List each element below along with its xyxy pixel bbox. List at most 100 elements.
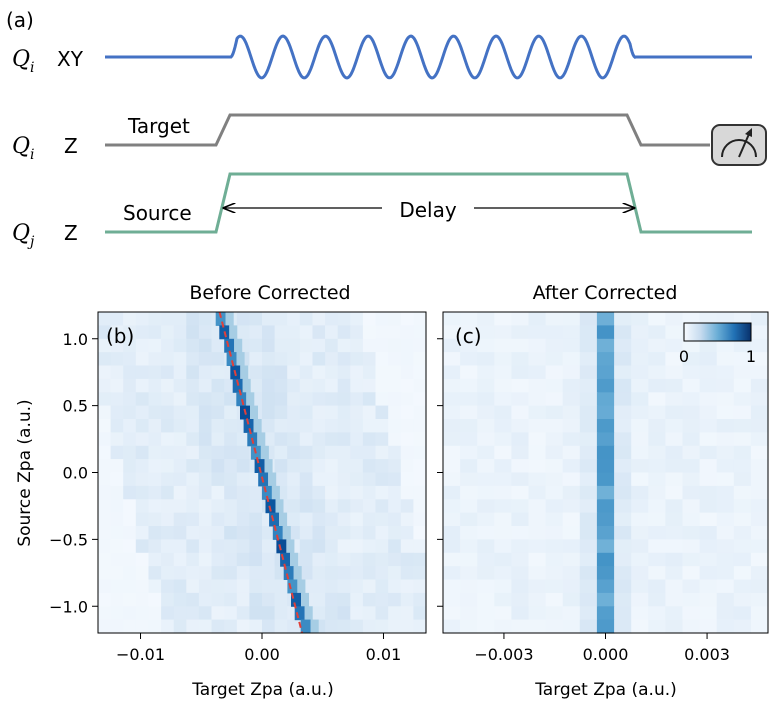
peak-side-cell <box>250 405 258 420</box>
heatmap-cell <box>173 472 187 487</box>
heatmap-cell <box>716 566 735 581</box>
heatmap-cell <box>579 312 598 326</box>
heatmap-cell <box>362 485 377 500</box>
heatmap-cell <box>350 445 364 460</box>
heatmap-cell <box>682 619 701 634</box>
heatmap-cell <box>325 352 339 367</box>
heatmap-cell <box>716 432 735 447</box>
heatmap-cell <box>596 405 615 420</box>
heatmap-cell <box>274 459 288 474</box>
heatmap-cell <box>682 606 701 621</box>
heatmap-cell <box>528 338 547 353</box>
heatmap-cell <box>699 405 718 420</box>
heatmap-cell <box>388 592 402 607</box>
heatmap-cell <box>186 392 200 407</box>
peak-side-cell <box>279 512 288 527</box>
heatmap-cell <box>312 459 326 474</box>
heatmap-cell <box>494 552 512 567</box>
heatmap-cell <box>287 619 301 634</box>
peak-cell <box>280 552 291 567</box>
peak-side-cell <box>304 606 313 621</box>
heatmap-cell <box>579 445 598 460</box>
heatmap-cell <box>413 499 427 514</box>
heatmap-cell <box>494 338 512 353</box>
x-tick-label: 0.000 <box>583 645 629 664</box>
heatmap-cell <box>750 378 769 393</box>
heatmap-cell <box>682 485 701 500</box>
heatmap-cell <box>148 579 162 594</box>
heatmap-cell <box>186 365 200 380</box>
heatmap-cell <box>173 325 187 340</box>
heatmap-cell <box>460 312 478 326</box>
heatmap-cell <box>614 378 632 393</box>
heatmap-cell <box>614 579 632 594</box>
heatmap-cell <box>511 552 530 567</box>
heatmap-cell <box>312 392 326 407</box>
heatmap-cell <box>123 419 137 433</box>
heatmap-cell <box>299 539 313 554</box>
heatmap-cell <box>511 378 530 393</box>
heatmap-cell <box>494 352 512 367</box>
heatmap-cell <box>211 432 225 447</box>
heatmap-cell <box>733 472 752 487</box>
heatmap-cell <box>375 552 389 567</box>
heatmap-cell <box>388 352 402 367</box>
heatmap-cell <box>413 459 427 474</box>
heatmap-cell <box>528 378 547 393</box>
heatmap-cell <box>274 325 288 340</box>
heatmap-cell <box>511 606 530 621</box>
heatmap-cell <box>148 432 162 447</box>
heatmap-cell <box>337 392 351 407</box>
heatmap-cell <box>123 312 137 326</box>
qubit-symbol: Q <box>12 47 30 72</box>
heatmap-cell <box>682 472 701 487</box>
heatmap-cell <box>443 432 461 447</box>
heatmap-cell <box>388 325 402 340</box>
heatmap-cell <box>699 485 718 500</box>
heatmap-cell <box>186 338 200 353</box>
heatmap-cell <box>337 539 351 554</box>
peak-side-cell <box>268 472 277 487</box>
heatmap-cell <box>545 352 564 367</box>
heatmap-cell <box>562 579 581 594</box>
heatmap-cell <box>443 499 461 514</box>
heatmap-cell <box>631 485 649 500</box>
heatmap-cell <box>198 338 213 353</box>
heatmap-cell <box>511 472 530 487</box>
heatmap-cell <box>287 445 301 460</box>
heatmap-cell <box>249 499 263 514</box>
heatmap-cell <box>312 539 326 554</box>
heatmap-cell <box>98 485 112 500</box>
heatmap-cell <box>211 485 225 500</box>
heatmap-cell <box>413 445 427 460</box>
heatmap-cell <box>716 472 735 487</box>
heatmap-cell <box>198 352 213 367</box>
heatmap-cell <box>477 619 495 634</box>
heatmap-cell <box>413 378 427 393</box>
heatmap-cell <box>460 338 478 353</box>
heatmap-cell <box>173 419 187 433</box>
target-z-pulse <box>105 113 710 147</box>
heatmap-cell <box>579 378 598 393</box>
heatmap-cell <box>186 459 200 474</box>
heatmap-cell <box>579 432 598 447</box>
heatmap-cell <box>236 499 250 514</box>
x-tick-label: −0.01 <box>116 645 165 664</box>
heatmap-cell <box>312 352 326 367</box>
heatmap-cell <box>312 378 326 393</box>
heatmap-cell <box>562 312 581 326</box>
heatmap-cell <box>733 579 752 594</box>
heatmap-cell <box>211 552 225 567</box>
heatmap-cell <box>325 499 339 514</box>
heatmap-cell <box>198 619 213 634</box>
heatmap-cell <box>562 485 581 500</box>
heatmap-cell <box>413 365 427 380</box>
heatmap-cell <box>665 432 684 447</box>
heatmap-cell <box>400 579 414 594</box>
panel-label-c: (c) <box>455 324 482 348</box>
heatmap-cell <box>236 592 250 607</box>
heatmap-cell <box>123 566 137 581</box>
heatmap-cell <box>325 392 339 407</box>
heatmap-cell <box>211 566 225 581</box>
heatmap-cell <box>249 526 263 540</box>
